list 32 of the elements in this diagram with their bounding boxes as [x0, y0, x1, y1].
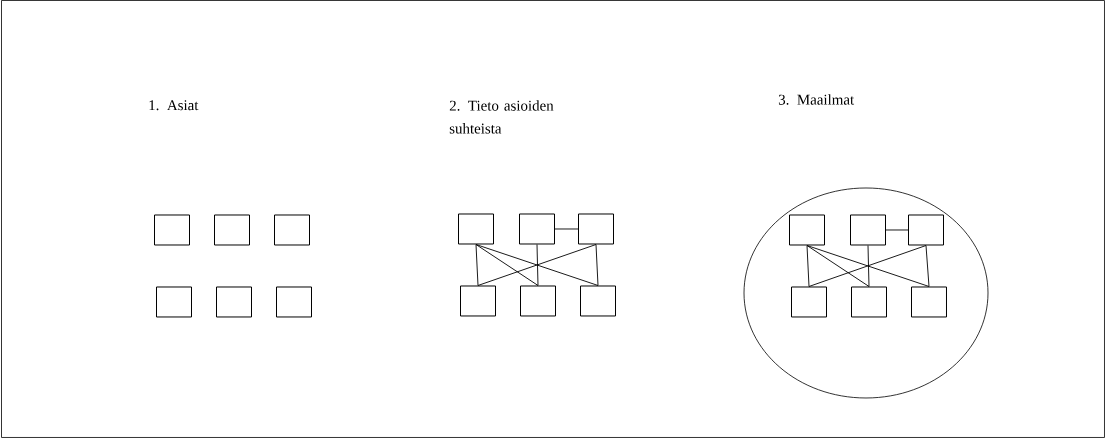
- connector-line: [595, 244, 599, 286]
- group-heading: 2. Tieto asioiden suhteista: [449, 100, 554, 134]
- square-box: [578, 213, 614, 245]
- square-box: [580, 285, 616, 317]
- group-heading: 3. Maailmat: [778, 94, 855, 105]
- connector-line: [925, 245, 930, 287]
- connector-line: [885, 229, 909, 231]
- group-heading: 1. Asiat: [149, 100, 199, 111]
- square-box: [520, 285, 556, 317]
- square-box: [276, 286, 312, 318]
- square-box: [791, 286, 827, 318]
- connector-line: [867, 245, 870, 287]
- square-box: [908, 214, 944, 246]
- square-box: [460, 285, 496, 317]
- connector-line: [475, 244, 539, 286]
- connector-line: [536, 244, 539, 286]
- square-box: [156, 286, 192, 318]
- square-box: [789, 214, 825, 246]
- square-box: [519, 213, 555, 245]
- square-box: [216, 286, 252, 318]
- square-box: [851, 286, 887, 318]
- connector-line: [554, 228, 579, 230]
- square-box: [154, 214, 190, 246]
- connector-line: [475, 244, 479, 286]
- ellipse: [743, 187, 989, 399]
- connector-line: [806, 245, 810, 287]
- square-box: [274, 214, 310, 246]
- square-box: [214, 214, 250, 246]
- square-box: [911, 286, 947, 318]
- connector-line: [806, 245, 870, 287]
- square-box: [850, 214, 886, 246]
- square-box: [458, 213, 494, 245]
